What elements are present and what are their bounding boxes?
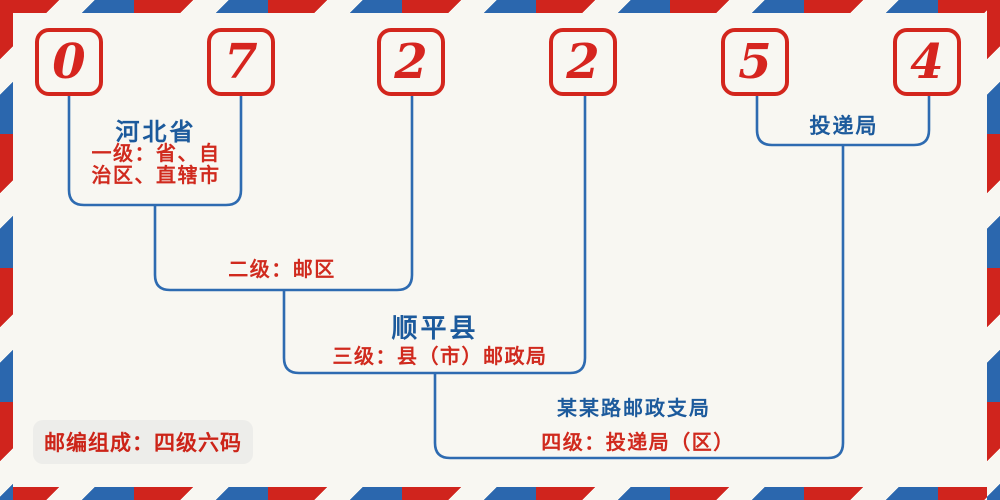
- delivery-bureau-label: 投递局: [809, 113, 879, 138]
- airmail-border-top: [0, 0, 1000, 13]
- level1-desc-label: 一级：省、自治区、直辖市: [91, 143, 221, 187]
- digit-6: 4: [910, 34, 944, 90]
- digit-box-3: 2: [377, 28, 445, 96]
- digit-box-4: 2: [549, 28, 617, 96]
- digit-4: 2: [566, 34, 600, 90]
- level3-desc-label: 三级：县（市）邮政局: [332, 346, 548, 368]
- composition-badge-text: 邮编组成：四级六码: [44, 432, 242, 455]
- airmail-border-bottom: [0, 487, 1000, 500]
- digit-1: 0: [52, 34, 86, 90]
- composition-badge: 邮编组成：四级六码: [33, 420, 253, 464]
- digit-box-5: 5: [721, 28, 789, 96]
- digit-5: 5: [738, 34, 772, 90]
- digit-2: 7: [224, 34, 258, 90]
- level4-desc-label: 四级：投递局（区）: [541, 432, 735, 454]
- digit-box-1: 0: [35, 28, 103, 96]
- airmail-border-left: [0, 0, 13, 500]
- airmail-border-right: [987, 0, 1000, 500]
- digit-box-2: 7: [207, 28, 275, 96]
- digit-3: 2: [394, 34, 428, 90]
- level2-desc-label: 二级：邮区: [228, 259, 336, 281]
- digit-box-6: 4: [893, 28, 961, 96]
- level1-region-label: 河北省: [115, 117, 197, 146]
- level3-region-label: 顺平县: [391, 314, 479, 344]
- level4-region-label: 某某路邮政支局: [557, 396, 711, 420]
